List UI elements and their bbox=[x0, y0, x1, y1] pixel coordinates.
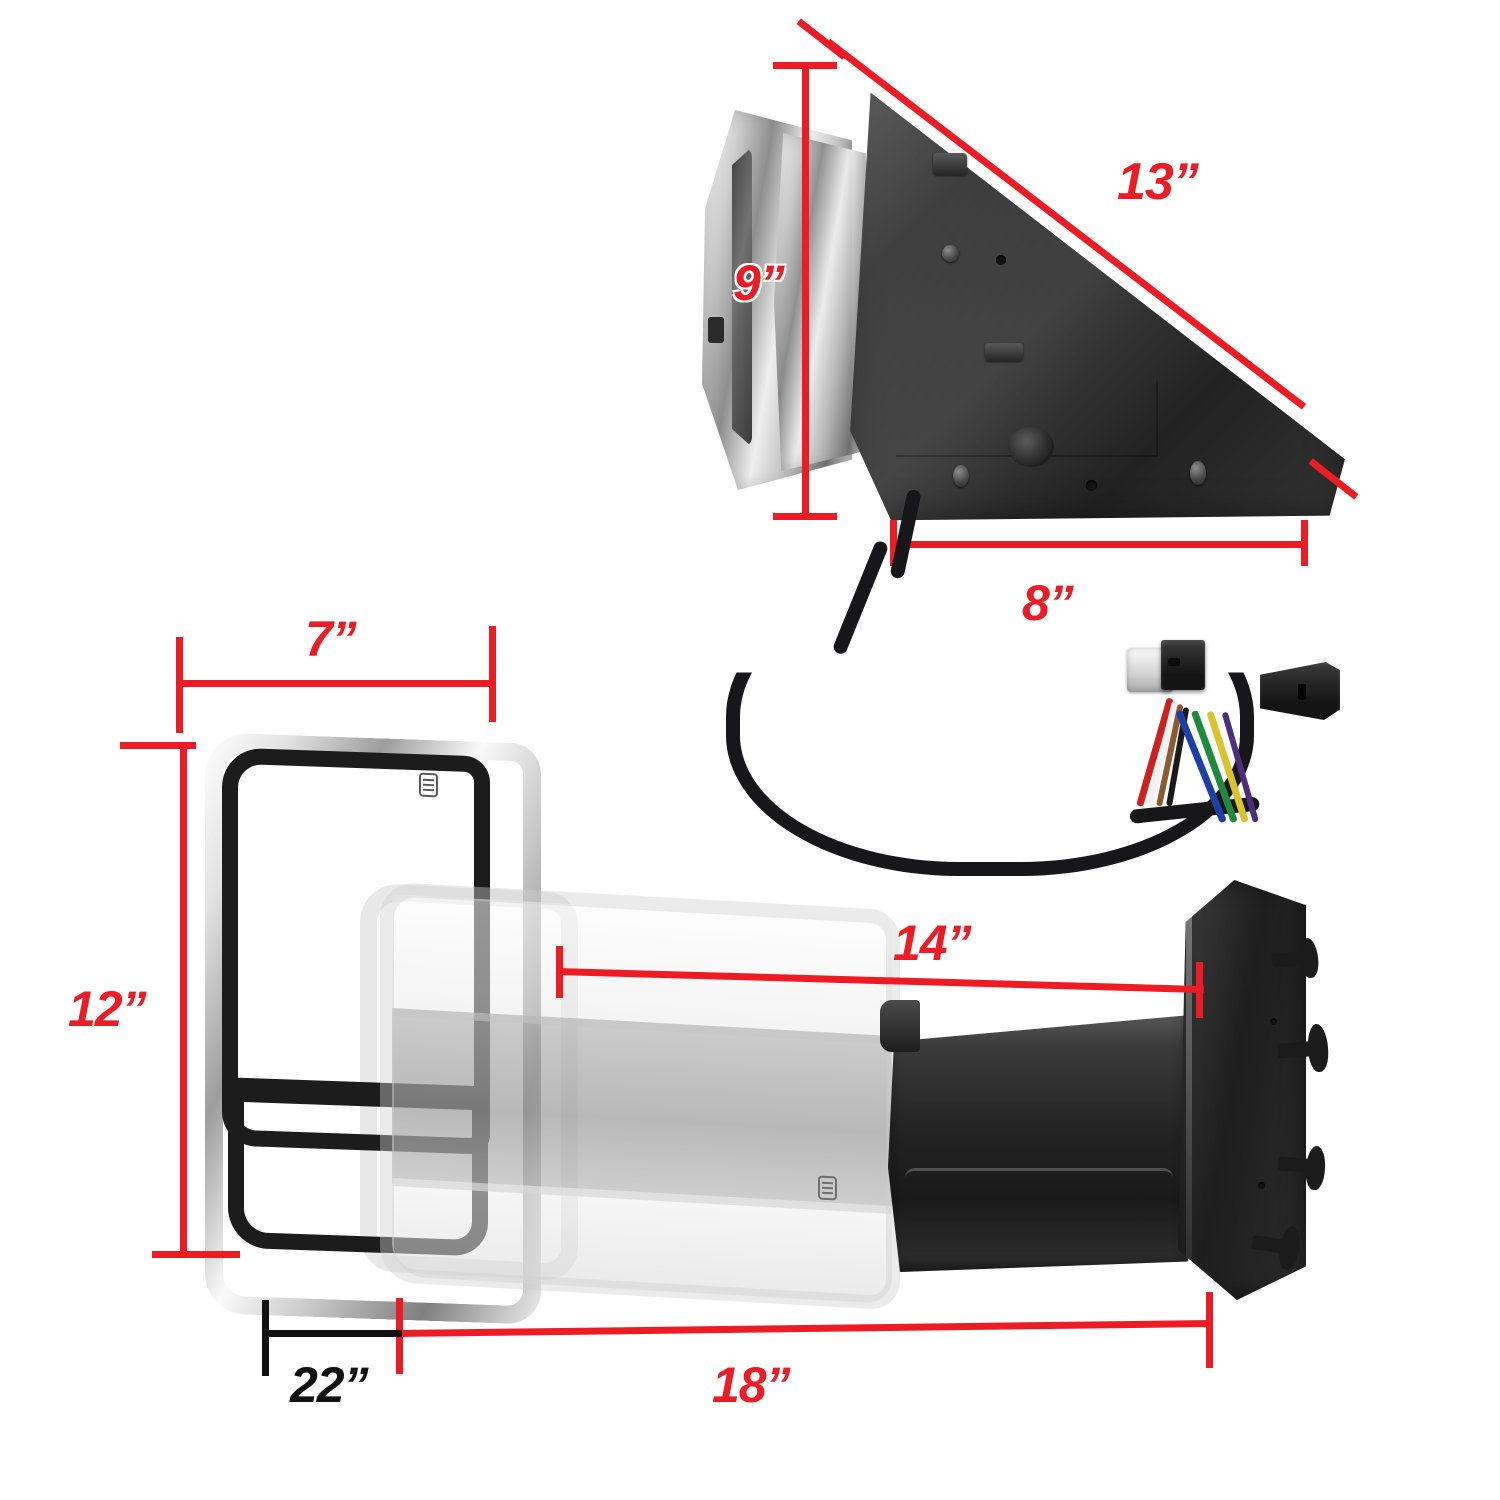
dimension-label-7: 7” bbox=[305, 611, 357, 667]
mount-plate-hole-lower bbox=[1086, 480, 1097, 491]
black-connector-keyway bbox=[1298, 684, 1306, 700]
dimension-label-9: 9” bbox=[733, 255, 785, 311]
dimension-tick-12-top bbox=[120, 742, 196, 749]
mount-plate-stud-lower bbox=[953, 465, 969, 487]
mount-plate-stud-right bbox=[1190, 461, 1206, 485]
heated-mirror-icon-extended bbox=[818, 1175, 837, 1201]
dimension-tick-8-left bbox=[890, 520, 897, 566]
dimension-line-12 bbox=[180, 742, 187, 1258]
mirror-arm-seam bbox=[905, 1168, 1173, 1259]
mount-plate-stud-upper bbox=[942, 245, 959, 262]
white-connector-latch bbox=[1168, 658, 1180, 666]
cable-upper-left-bend bbox=[831, 539, 890, 656]
dimension-tick-13-start bbox=[796, 18, 847, 60]
mount-plate-vent-slot bbox=[985, 343, 1023, 361]
wiring-harness bbox=[700, 480, 1340, 876]
mount-plate-view bbox=[690, 55, 1350, 535]
dimension-tick-8-right bbox=[1301, 520, 1308, 566]
dimension-tick-14-right bbox=[1196, 962, 1203, 1018]
dimension-tick-12-bottom bbox=[152, 1251, 240, 1258]
mirror-arm bbox=[888, 1015, 1188, 1272]
mirror-arm-pivot bbox=[880, 1000, 920, 1052]
base-plate-hole-upper bbox=[1270, 1018, 1277, 1025]
dimension-tick-7-right bbox=[489, 626, 496, 722]
dimension-line-7 bbox=[176, 680, 496, 687]
dimension-tick-22-left bbox=[262, 1300, 269, 1376]
dimension-line-8 bbox=[890, 541, 1308, 548]
dimension-tick-9-top bbox=[773, 62, 837, 69]
chrome-cap-shadow-edge bbox=[732, 147, 752, 447]
dimension-label-18: 18” bbox=[712, 1357, 791, 1413]
dimension-tick-14-left bbox=[556, 946, 563, 998]
dimension-line-22 bbox=[262, 1330, 402, 1337]
cable-from-mirror bbox=[889, 488, 922, 580]
mount-plate-hole-upper bbox=[996, 255, 1006, 265]
base-plate-hole-lower bbox=[1258, 1182, 1265, 1189]
dimension-label-13: 13” bbox=[1117, 153, 1199, 211]
cable-grommet bbox=[1008, 427, 1054, 467]
base-plate-edge-highlight bbox=[1186, 888, 1192, 1288]
dimension-line-9 bbox=[802, 62, 809, 520]
base-clip-head-3 bbox=[1304, 1145, 1327, 1191]
dimension-label-22: 22” bbox=[290, 1357, 369, 1413]
heated-mirror-icon bbox=[419, 772, 438, 798]
mirror-frame-extended-outline bbox=[380, 881, 900, 1311]
dimension-tick-7-left bbox=[176, 637, 183, 733]
dimension-label-8: 8” bbox=[1022, 575, 1074, 631]
dimension-tick-9-bottom bbox=[773, 513, 837, 520]
dimension-label-14: 14” bbox=[893, 915, 972, 971]
dimension-tick-18-right bbox=[1206, 1292, 1213, 1368]
dimension-label-12: 12” bbox=[68, 981, 147, 1037]
chrome-cap-notch bbox=[708, 317, 724, 343]
dimension-line-18 bbox=[395, 1320, 1212, 1337]
chrome-cap-inner-face bbox=[774, 133, 866, 471]
base-clip-head-2 bbox=[1306, 1023, 1330, 1073]
mount-plate-clip-slot bbox=[933, 153, 967, 175]
